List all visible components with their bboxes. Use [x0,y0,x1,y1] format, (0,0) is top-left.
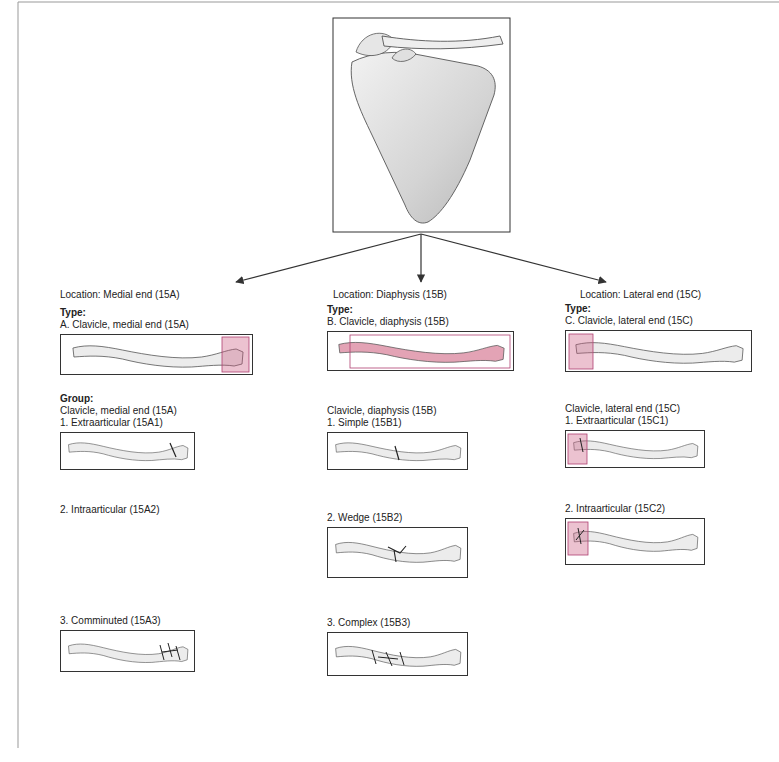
picture-frame [565,430,705,468]
heading-text: 1. Simple (15B1) [327,417,468,429]
box-heading: Group:Clavicle, medial end (15A)1. Extra… [60,393,195,429]
heading-text: 2. Wedge (15B2) [327,512,468,524]
classification-box: 2. Wedge (15B2) [327,512,468,578]
classification-box: Group:Clavicle, medial end (15A)1. Extra… [60,393,195,470]
box-heading: Clavicle, lateral end (15C)1. Extraartic… [565,403,705,427]
box-heading: 2. Wedge (15B2) [327,512,468,524]
heading-text: Clavicle, medial end (15A) [60,405,195,417]
heading-text: A. Clavicle, medial end (15A) [60,319,253,331]
picture-frame [565,330,752,372]
page-frame [18,2,779,748]
heading-text: B. Clavicle, diaphysis (15B) [327,316,514,328]
branch-arrows [236,234,606,282]
heading-text: Group: [60,393,195,405]
location-heading: Location: Diaphysis (15B) [333,289,447,301]
classification-box: Clavicle, lateral end (15C)1. Extraartic… [565,403,705,468]
classification-box: Type:B. Clavicle, diaphysis (15B) [327,304,514,371]
group-label: 2. Intraarticular (15A2) [60,504,160,516]
heading-text: 1. Extraarticular (15A1) [60,417,195,429]
classification-box: Clavicle, diaphysis (15B)1. Simple (15B1… [327,405,468,470]
heading-text: 3. Comminuted (15A3) [60,615,195,627]
classification-box: Type:C. Clavicle, lateral end (15C) [565,303,752,372]
classification-box: 3. Comminuted (15A3) [60,615,195,672]
picture-frame [327,331,514,371]
picture-frame [565,518,705,565]
heading-text: 2. Intraarticular (15C2) [565,503,705,515]
clavicle-drawings [68,334,743,666]
box-heading: Type:B. Clavicle, diaphysis (15B) [327,304,514,328]
classification-box: 2. Intraarticular (15C2) [565,503,705,565]
location-heading: Location: Lateral end (15C) [580,289,701,301]
picture-frame [327,527,468,578]
heading-text: 1. Extraarticular (15C1) [565,415,705,427]
shoulder-illustration [333,18,510,232]
location-heading: Location: Medial end (15A) [60,289,180,301]
picture-frame [60,432,195,470]
picture-frame [327,632,468,676]
picture-frame [327,432,468,470]
heading-text: Type: [60,307,253,319]
classification-box: Type:A. Clavicle, medial end (15A) [60,307,253,375]
heading-text: Clavicle, diaphysis (15B) [327,405,468,417]
heading-text: 3. Complex (15B3) [327,617,468,629]
heading-text: Type: [565,303,752,315]
box-heading: 3. Complex (15B3) [327,617,468,629]
box-heading: 3. Comminuted (15A3) [60,615,195,627]
box-heading: Clavicle, diaphysis (15B)1. Simple (15B1… [327,405,468,429]
heading-text: C. Clavicle, lateral end (15C) [565,315,752,327]
picture-frame [60,630,195,672]
box-heading: Type:A. Clavicle, medial end (15A) [60,307,253,331]
picture-frame [60,334,253,375]
heading-text: Type: [327,304,514,316]
box-heading: 2. Intraarticular (15C2) [565,503,705,515]
classification-box: 3. Complex (15B3) [327,617,468,676]
box-heading: Type:C. Clavicle, lateral end (15C) [565,303,752,327]
heading-text: Clavicle, lateral end (15C) [565,403,705,415]
